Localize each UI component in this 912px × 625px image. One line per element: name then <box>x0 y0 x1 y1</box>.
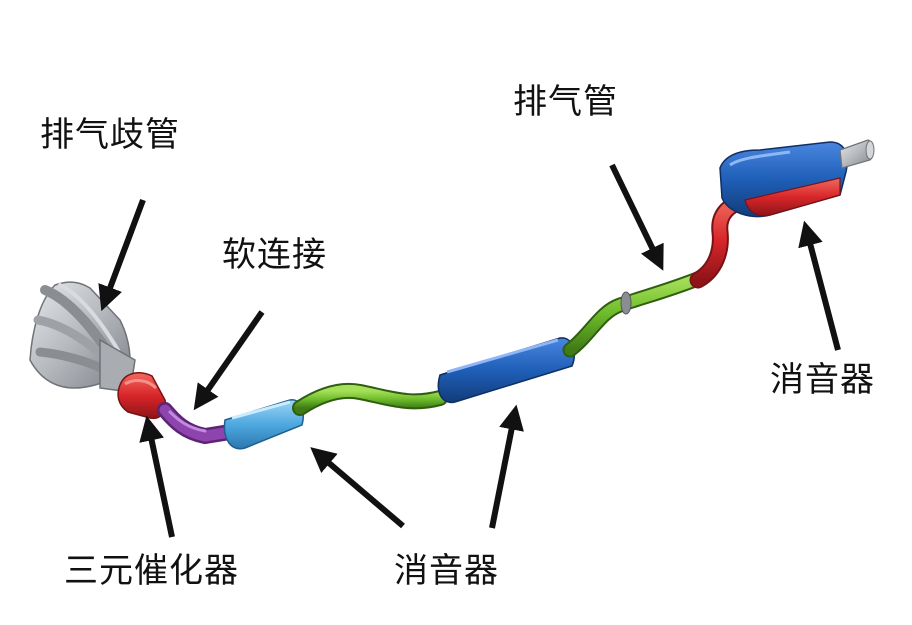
arrow-icon <box>609 163 664 271</box>
label-catalytic-converter: 三元催化器 <box>64 551 239 591</box>
arrow-icon <box>310 447 405 529</box>
label-rear-muffler: 消音器 <box>770 360 875 400</box>
intermediate-pipe <box>292 382 448 416</box>
label-flexible-joint: 软连接 <box>222 235 327 275</box>
arrow-icon <box>193 310 265 411</box>
flexible-joint <box>157 402 238 445</box>
label-middle-muffler: 消音器 <box>394 551 499 591</box>
front-muffler <box>223 399 304 450</box>
arrow-icon <box>98 198 146 312</box>
arrow-icon <box>139 415 175 538</box>
exhaust-manifold <box>29 281 136 393</box>
annotation-arrows <box>98 163 841 538</box>
label-exhaust-pipe: 排气管 <box>513 82 618 122</box>
label-exhaust-manifold: 排气歧管 <box>40 115 180 155</box>
arrow-icon <box>798 220 841 351</box>
arrow-icon <box>489 404 524 529</box>
middle-muffler <box>437 337 576 404</box>
exhaust-pipe <box>562 270 708 358</box>
rear-muffler <box>719 139 875 218</box>
